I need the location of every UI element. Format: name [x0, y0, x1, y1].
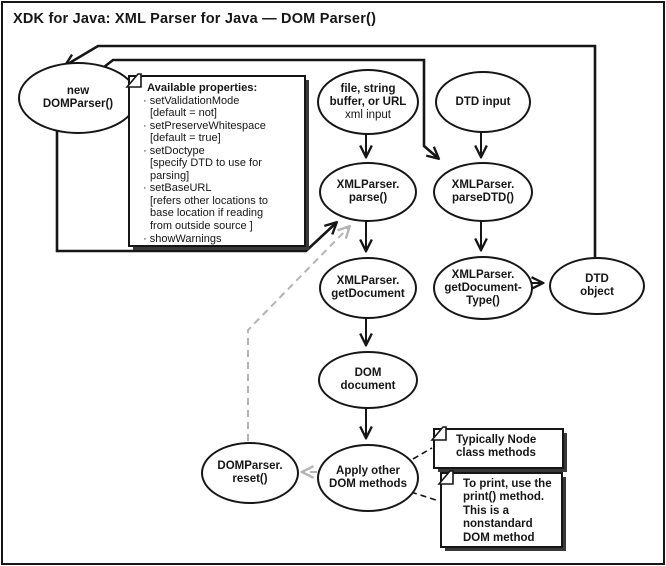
node-label: XMLParser.	[451, 179, 515, 191]
node-label: reset()	[232, 473, 268, 485]
property-item: · setDoctype	[143, 144, 205, 157]
property-item: · setPreserveWhitespace	[143, 119, 266, 132]
node-xml-input: file, string buffer, or URL xml input	[317, 69, 419, 135]
properties-title: Available properties:	[147, 82, 258, 94]
node-dtd-object: DTD object	[549, 257, 645, 315]
arrow-dtd-object-to-new-domparser	[66, 44, 597, 257]
node-label: Apply other	[336, 465, 400, 477]
node-reset: DOMParser. reset()	[201, 442, 299, 504]
note-line: Typically Node	[456, 434, 537, 446]
node-parse: XMLParser. parse()	[319, 162, 417, 222]
note-line: DOM method	[463, 531, 535, 544]
property-item: · setValidationMode	[143, 94, 240, 107]
node-getdocument: XMLParser. getDocument	[319, 257, 417, 319]
node-label: getDocument	[331, 288, 405, 300]
arrow-new-domparser-to-parse	[55, 131, 336, 253]
node-label: getDocument-	[444, 281, 522, 294]
property-item: · setBaseURL	[143, 182, 212, 195]
node-getdocumenttype: XMLParser. getDocument- Type()	[433, 256, 533, 320]
node-sublabel: xml input	[344, 108, 392, 121]
note-line: To print, use the	[463, 478, 552, 490]
node-label: XMLParser.	[336, 275, 400, 287]
connector-apply-node-methods-note	[412, 447, 433, 460]
note-available-properties: Available properties: · setValidationMod…	[125, 73, 306, 247]
node-label: parseDTD()	[452, 192, 514, 204]
arrow-reset-to-parse	[247, 227, 349, 441]
note-line: nonstandard	[463, 518, 533, 531]
node-new-domparser: new DOMParser()	[18, 62, 138, 134]
node-dom-document: DOM document	[318, 351, 418, 409]
node-apply-dom-methods: Apply other DOM methods	[317, 444, 419, 512]
node-label: DTD input	[455, 95, 511, 108]
property-detail: [refers other locations to	[150, 194, 269, 207]
connector-apply-print-note	[410, 491, 440, 502]
property-detail: base location if reading	[150, 207, 264, 220]
page-fold-icon	[437, 470, 454, 485]
node-label: new	[66, 85, 90, 97]
property-detail: [default = not]	[150, 107, 217, 120]
node-label: XMLParser.	[336, 179, 400, 191]
node-label: DOMParser()	[42, 98, 114, 110]
node-label: file, string	[340, 82, 396, 95]
note-print-method: To print, use the print() method. This i…	[437, 470, 563, 548]
property-detail: [default = true]	[150, 132, 221, 145]
note-node-methods: Typically Node class methods	[430, 426, 564, 469]
node-label: document	[340, 380, 396, 392]
note-line: This is a	[463, 504, 510, 517]
page-fold-icon	[430, 426, 447, 441]
note-line: print() method.	[463, 491, 545, 504]
diagram-title: XDK for Java: XML Parser for Java — DOM …	[13, 11, 377, 27]
node-label: DTD	[585, 273, 609, 285]
node-label: DOM	[354, 367, 382, 379]
node-label: object	[580, 286, 614, 298]
node-label: parse()	[348, 192, 388, 204]
node-parsedtd: XMLParser. parseDTD()	[433, 162, 533, 222]
property-detail: [specify DTD to use for	[150, 157, 262, 170]
node-label: DOMParser.	[217, 460, 283, 472]
page-fold-icon	[125, 73, 142, 88]
node-label: DOM methods	[329, 478, 407, 490]
property-item: · showWarnings	[143, 232, 222, 245]
property-detail: parsing]	[150, 169, 190, 182]
node-dtd-input: DTD input	[435, 71, 531, 133]
node-label: XMLParser.	[451, 268, 515, 281]
node-label: Type()	[466, 294, 500, 307]
node-label: buffer, or URL	[329, 95, 407, 108]
property-detail: from outside source ]	[150, 220, 253, 233]
note-line: class methods	[456, 447, 536, 460]
